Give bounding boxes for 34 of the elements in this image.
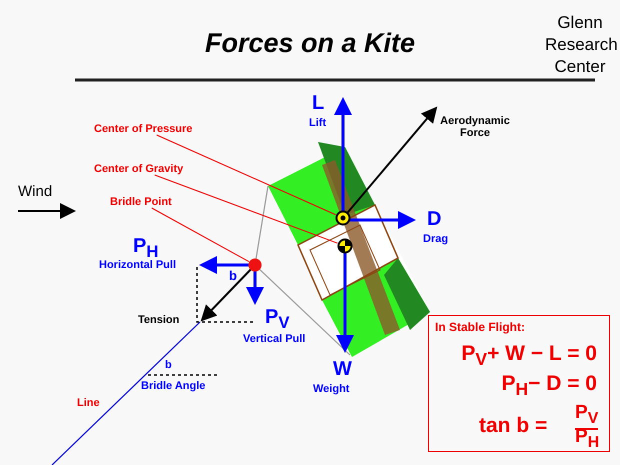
equation: P$_{H}$− D = 0 bbox=[501, 372, 597, 400]
force-symbol: L bbox=[312, 92, 324, 115]
part-label: Center of Pressure bbox=[94, 123, 192, 135]
leader-line bbox=[156, 134, 336, 216]
wind-label: Wind bbox=[18, 183, 52, 200]
page-title: Forces on a Kite bbox=[204, 28, 416, 59]
header-text: Glenn Research Center bbox=[545, 12, 615, 78]
force-name: Weight bbox=[313, 383, 350, 395]
leader-line bbox=[154, 174, 338, 244]
force-name: Aerodynamic Force bbox=[440, 115, 510, 139]
force-symbol: P$_{V}$ bbox=[265, 306, 290, 333]
force-symbol: W bbox=[333, 358, 352, 381]
equation: tan b = bbox=[479, 414, 548, 438]
part-label: Bridle Point bbox=[110, 196, 172, 208]
angle-symbol: b bbox=[229, 268, 237, 283]
line-label: Line bbox=[77, 397, 100, 409]
equation-panel bbox=[428, 315, 610, 452]
part-label: Center of Gravity bbox=[94, 163, 184, 175]
force-name: Tension bbox=[138, 314, 180, 326]
center-of-gravity-marker bbox=[337, 238, 353, 254]
force-name: Vertical Pull bbox=[243, 333, 306, 345]
panel-heading: In Stable Flight: bbox=[435, 320, 525, 334]
fraction-numerator: P$_{V}$ bbox=[575, 402, 598, 430]
force-name: Lift bbox=[309, 117, 326, 129]
angle-symbol: b bbox=[165, 359, 172, 371]
force-name: Horizontal Pull bbox=[99, 259, 176, 271]
force-name: Drag bbox=[423, 233, 448, 245]
force-symbol: P$_{H}$ bbox=[133, 235, 158, 261]
force-symbol: D bbox=[427, 208, 442, 231]
bridle-point-dot bbox=[248, 258, 262, 272]
angle-name: Bridle Angle bbox=[141, 380, 206, 392]
center-of-pressure-marker bbox=[335, 210, 351, 226]
equation: P$_{V}$+ W − L = 0 bbox=[461, 342, 597, 370]
leader-line bbox=[151, 208, 250, 262]
